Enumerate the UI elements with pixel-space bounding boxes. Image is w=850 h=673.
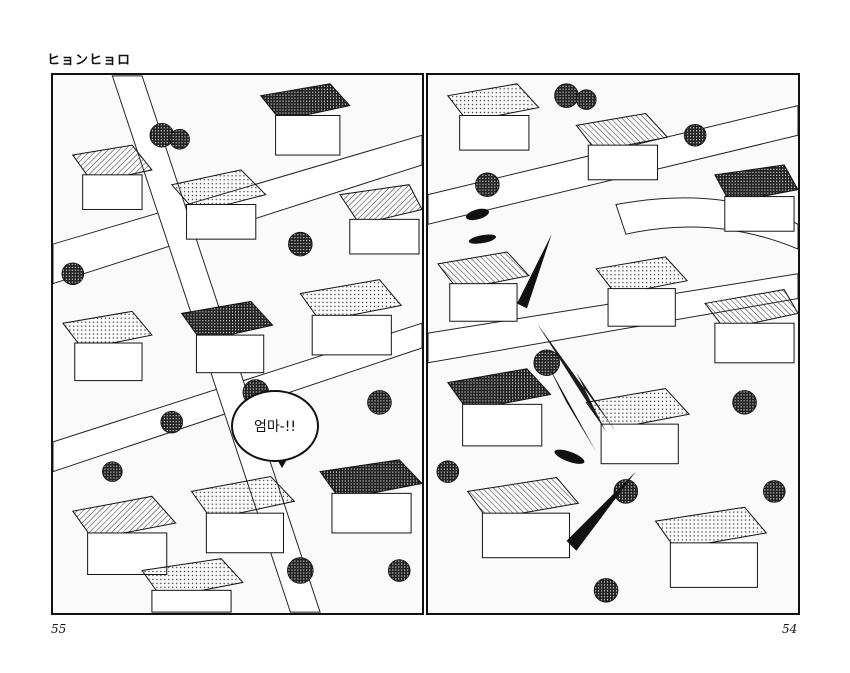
town-illustration-left — [53, 75, 422, 613]
town-illustration-right — [428, 83, 798, 603]
series-title: ヒョンヒョロ — [47, 53, 132, 68]
speech-bubble-text: 엄마-!! — [253, 419, 297, 435]
illustration-panel-right — [426, 73, 800, 615]
page-number-right: 54 — [782, 622, 798, 636]
illustration-panel-left — [51, 73, 424, 615]
page-number-left: 55 — [51, 622, 67, 636]
speech-bubble: 엄마-!! — [231, 390, 319, 462]
